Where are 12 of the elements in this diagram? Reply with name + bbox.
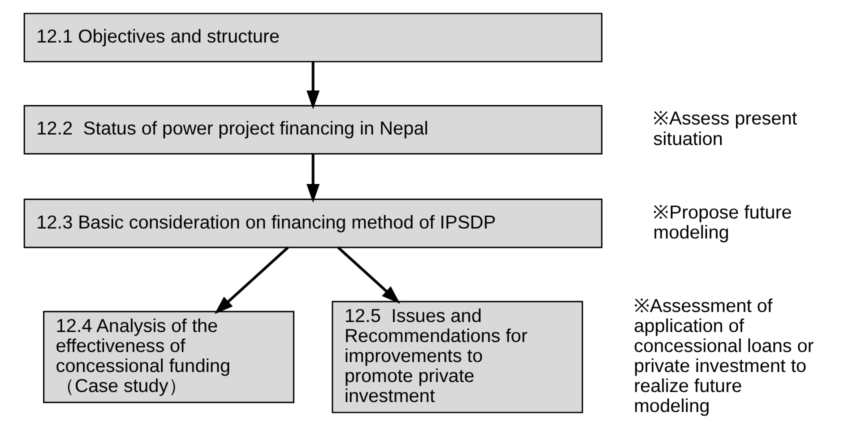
- node-box: 12.2 Status of power project financing in Nepal: [23, 105, 602, 154]
- node-box: 12.3 Basic consideration on financing method of IPSDP: [23, 198, 602, 248]
- node-label: ※Assess present situation: [652, 108, 797, 149]
- node-box: 12.1 Objectives and structure: [23, 12, 602, 62]
- arrow: [214, 246, 288, 314]
- node-label: ※Propose future modeling: [652, 201, 792, 242]
- arrow: [306, 62, 320, 110]
- arrow: [306, 154, 320, 203]
- node-box: 12.5 Issues and Recommendations for improvements to promote private investment: [331, 300, 583, 414]
- arrow: [336, 246, 400, 304]
- node-box: 12.4 Analysis of the effectiveness of concessional funding （Case study）: [42, 310, 294, 404]
- node-label: ※Assessment of application of concessional loans or private investment to realize future modeling: [633, 294, 814, 416]
